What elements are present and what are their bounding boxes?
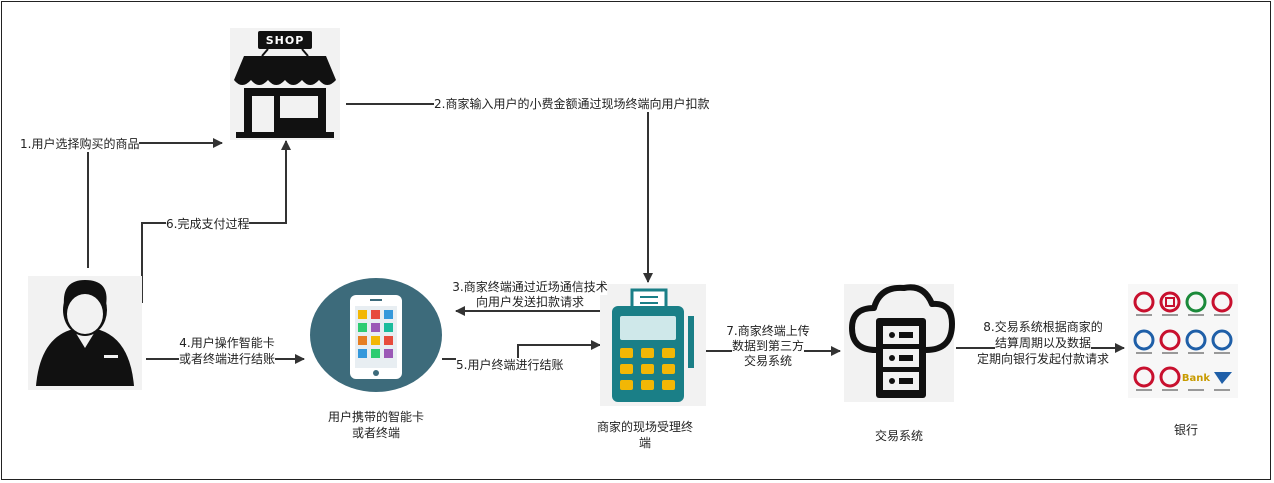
- step-6-label: 6.完成支付过程: [166, 217, 250, 232]
- phone-caption-line2: 或者终端: [351, 426, 401, 440]
- cloud-server-icon: [844, 284, 955, 402]
- arrow-2-shop-to-pos: [346, 103, 653, 283]
- pos-terminal-icon: [600, 284, 706, 406]
- step-3-label-line1: 3.商家终端通过近场通信技术: [452, 280, 608, 295]
- step-4-label-line2: 或者终端进行结账: [178, 352, 276, 367]
- trade-system-caption: 交易系统: [874, 429, 924, 443]
- smartphone-icon: [310, 278, 442, 392]
- step-8-label-line1: 8.交易系统根据商家的: [983, 320, 1103, 335]
- step-4-label-line1: 4.用户操作智能卡: [179, 336, 275, 351]
- pos-caption-line2: 端: [638, 436, 652, 450]
- bank-logos-icon: Bank: [1128, 284, 1238, 398]
- phone-caption-line1: 用户携带的智能卡: [327, 410, 425, 424]
- step-2-label: 2.商家输入用户的小费金额通过现场终端向用户扣款: [434, 97, 710, 112]
- arrow-1-user-to-shop: [87, 138, 223, 268]
- step-7-label-line3: 交易系统: [743, 354, 793, 369]
- step-8-label-line2: 结算周期以及数据: [994, 336, 1092, 351]
- step-1-label: 1.用户选择购买的商品: [20, 137, 140, 152]
- step-7-label-line2: 数据到第三方: [731, 339, 805, 354]
- bank-caption: 银行: [1173, 423, 1199, 437]
- step-7-label-line1: 7.商家终端上传: [726, 324, 810, 339]
- step-3-label-line2: 向用户发送扣款请求: [475, 295, 585, 310]
- step-8-label-line3: 定期向银行发起付款请求: [976, 352, 1110, 367]
- bank-logo-text: Bank: [1182, 373, 1210, 384]
- shop-sign-text: SHOP: [266, 34, 305, 47]
- pos-caption-line1: 商家的现场受理终: [596, 420, 694, 434]
- arrow-5-phone-to-pos: [442, 340, 601, 360]
- user-icon: [28, 276, 142, 390]
- shop-icon: SHOP: [230, 28, 340, 140]
- step-5-label: 5.用户终端进行结账: [456, 358, 564, 373]
